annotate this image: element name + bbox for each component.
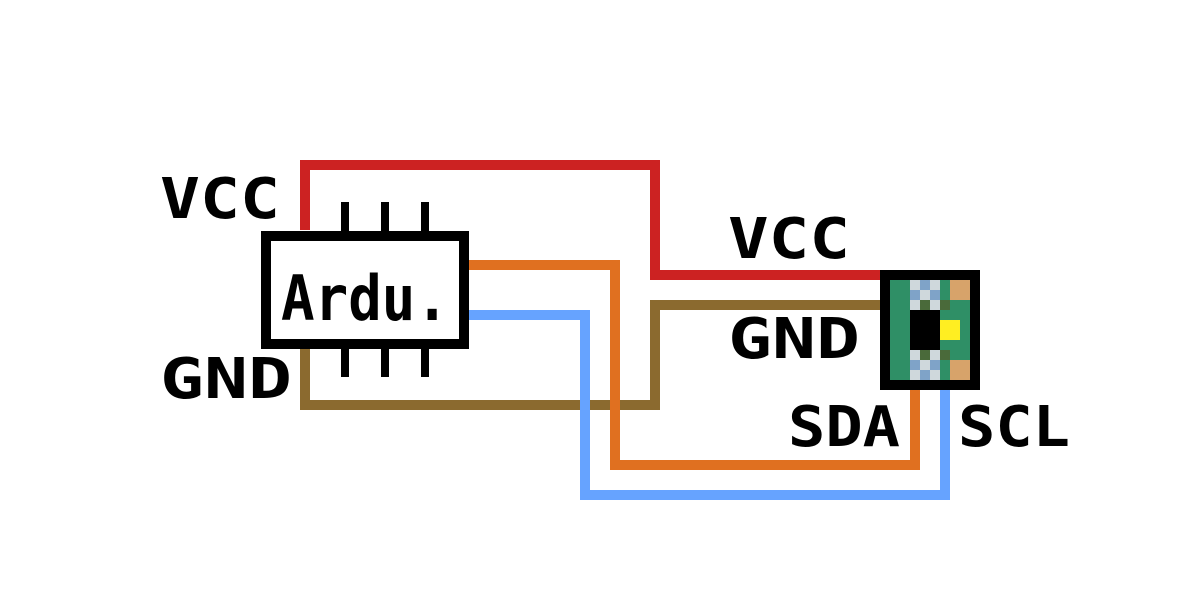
- sensor-vcc-label: VCC: [728, 207, 850, 272]
- vcc-wire: [300, 160, 890, 280]
- pin-labels: VCC GND VCC GND SDA SCL: [160, 167, 1070, 460]
- sensor-module: [880, 270, 980, 390]
- chip-pin: [341, 202, 349, 232]
- arduino-vcc-label: VCC: [160, 167, 280, 232]
- arduino-chip: Ardu.: [261, 202, 469, 377]
- sensor-gnd-label: GND: [728, 307, 860, 372]
- chip-label: Ardu.: [281, 262, 449, 335]
- sensor-pins: [910, 280, 950, 380]
- chip-body: [261, 231, 469, 349]
- wires: [300, 160, 950, 500]
- chip-pin: [341, 345, 349, 377]
- sensor-sda-label: SDA: [788, 395, 900, 460]
- sensor-pad: [950, 360, 970, 380]
- chip-pin: [381, 202, 389, 232]
- sensor-led: [940, 320, 960, 340]
- sda-wire: [460, 260, 920, 470]
- chip-pin: [421, 202, 429, 232]
- sensor-pad: [950, 280, 970, 300]
- arduino-gnd-label: GND: [160, 347, 292, 412]
- chip-pin: [381, 345, 389, 377]
- sensor-chip: [910, 310, 940, 350]
- chip-pin: [421, 345, 429, 377]
- scl-wire: [460, 310, 950, 500]
- gnd-wire: [300, 300, 890, 410]
- sensor-scl-label: SCL: [958, 395, 1070, 460]
